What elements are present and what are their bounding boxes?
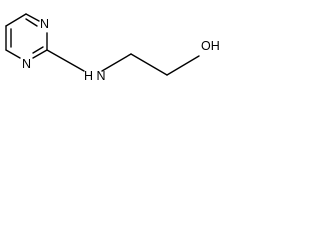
- ring-bond-n3-c2-inner: [32, 46, 44, 54]
- bond-ch2-ch2: [130, 53, 168, 76]
- ring-bond-c6-c5: [5, 13, 27, 27]
- bond-c2-nh: [46, 49, 85, 72]
- bond-nh-ch2: [101, 53, 132, 72]
- ring-bond-n3-c2: [32, 49, 48, 59]
- ring-nitrogen-bottom-label: N: [22, 57, 31, 71]
- ring-bond-c4-n3: [5, 49, 21, 59]
- ring-bond-n1-c6: [25, 13, 40, 22]
- amine-nitrogen-label: H N: [84, 69, 106, 83]
- bond-ch2-oh: [166, 55, 200, 76]
- pyrimidinylaminoethanol-structure: N N H N OH: [5, 13, 220, 83]
- ring-bond-n1-c6-inner: [25, 18, 38, 27]
- hydroxyl-label: OH: [201, 39, 220, 53]
- pyrimidine-ring: [5, 13, 48, 59]
- ring-nitrogen-top-label: N: [40, 17, 49, 31]
